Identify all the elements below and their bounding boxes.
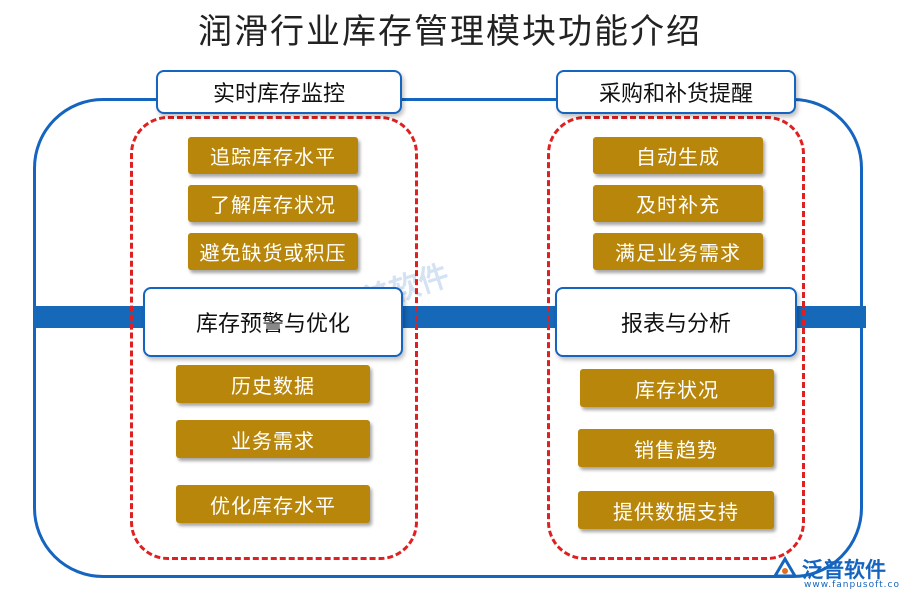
left-bottom-item-1: 历史数据 <box>176 365 370 403</box>
right-header: 采购和补货提醒 <box>556 70 796 114</box>
brand-logo: 泛普软件 www.fanpusoft.com <box>770 550 900 596</box>
brand-name: 泛普软件 <box>802 558 886 582</box>
brand-mark-icon <box>772 556 798 578</box>
left-top-item-3: 避免缺货或积压 <box>188 233 358 270</box>
brand-url: www.fanpusoft.com <box>804 580 900 590</box>
right-bottom-item-3: 提供数据支持 <box>578 491 774 529</box>
left-bottom-item-2: 业务需求 <box>176 420 370 458</box>
outer-frame <box>33 98 863 578</box>
page-title: 润滑行业库存管理模块功能介绍 <box>198 12 702 52</box>
right-sub-header: 报表与分析 <box>555 287 797 357</box>
right-dashed-group <box>547 116 805 560</box>
left-header: 实时库存监控 <box>156 70 402 114</box>
left-top-item-2: 了解库存状况 <box>188 185 358 222</box>
right-top-item-2: 及时补充 <box>593 185 763 222</box>
left-top-item-1: 追踪库存水平 <box>188 137 358 174</box>
right-top-item-3: 满足业务需求 <box>593 233 763 270</box>
left-sub-header: 库存预警与优化 <box>143 287 403 357</box>
left-dashed-group <box>130 116 418 560</box>
right-top-item-1: 自动生成 <box>593 137 763 174</box>
left-bottom-item-3: 优化库存水平 <box>176 485 370 523</box>
right-bottom-item-1: 库存状况 <box>580 369 774 407</box>
right-bottom-item-2: 销售趋势 <box>578 429 774 467</box>
